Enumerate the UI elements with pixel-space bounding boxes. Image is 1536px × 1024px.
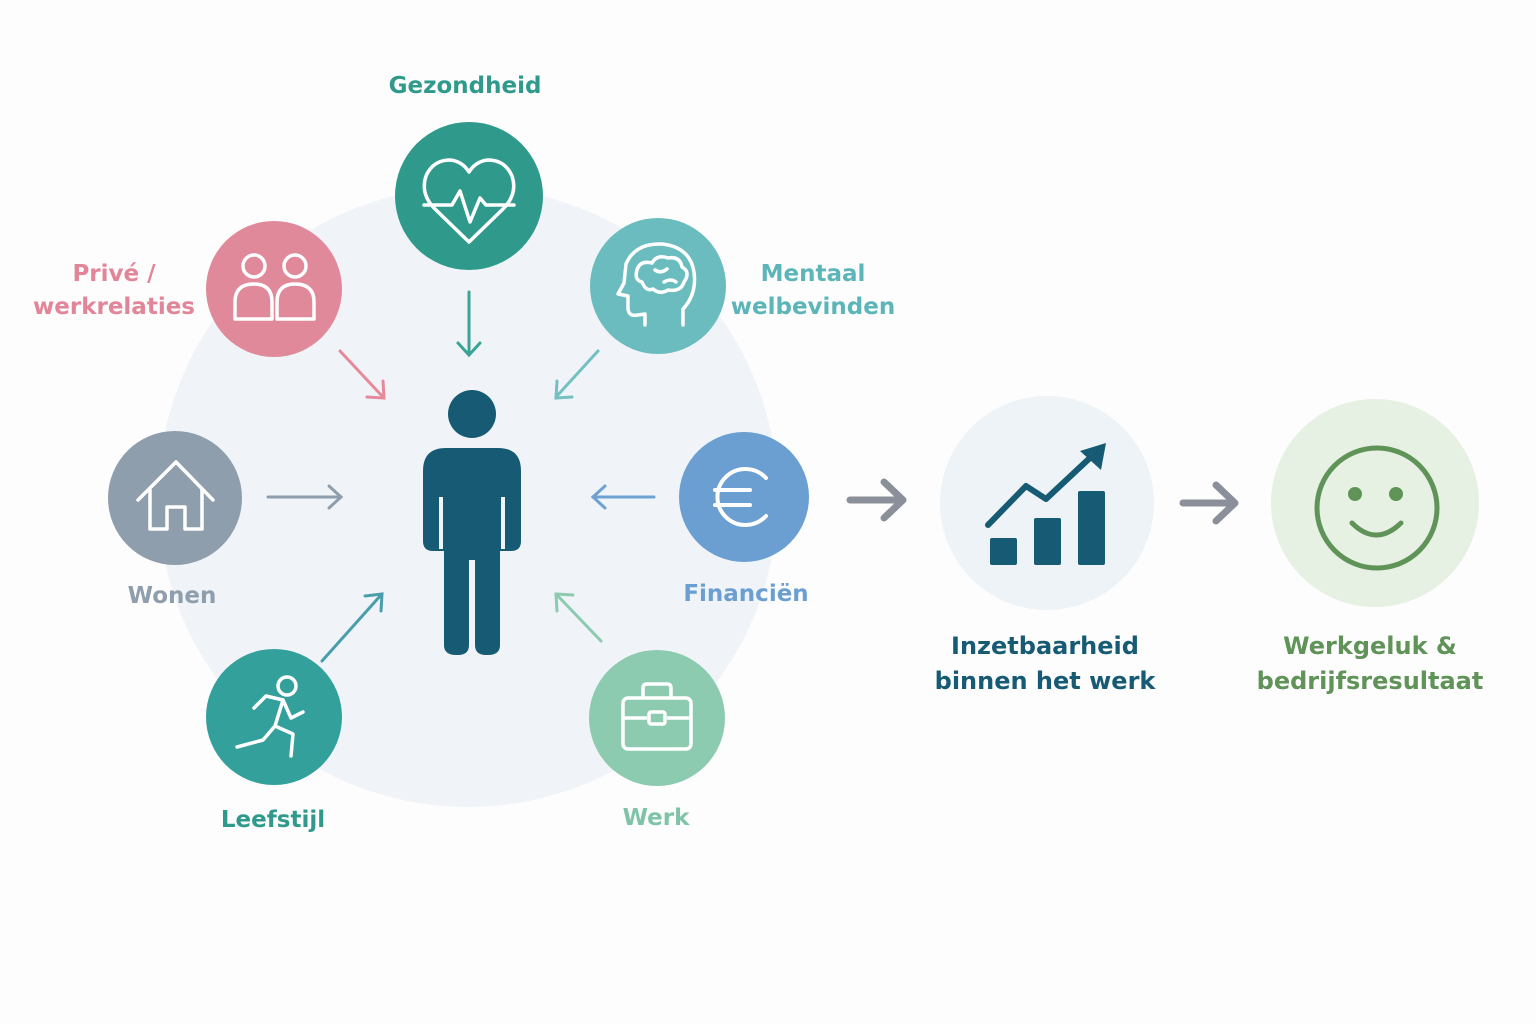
arrow-wonen [266,484,344,510]
label-leefstijl: Leefstijl [220,807,326,833]
label-mentaal-line1: Mentaal [760,261,866,287]
leefstijl-node [206,649,342,785]
label-werk: Werk [622,805,690,831]
label-geluk-line1: Werkgeluk & [1283,632,1457,660]
arrow-leefstijl [320,592,384,663]
arrow-prive [338,349,386,400]
euro-icon [713,467,768,527]
arrow-mentaal [554,349,600,400]
label-wonen: Wonen [127,583,217,609]
flow-arrow-2 [1179,481,1239,525]
house-icon [136,460,215,531]
mentaal-node [590,218,726,354]
briefcase-icon [621,682,693,751]
spoke-arrows [266,290,656,663]
label-inzetbaarheid: Inzetbaarheid binnen het werk [935,629,1156,699]
heart-pulse-icon [422,158,516,244]
arrow-gezondheid [456,290,482,358]
brain-head-icon [616,242,697,327]
label-prive-line2: werkrelaties [33,294,195,320]
gezondheid-node [395,122,543,270]
flow-arrows [846,478,1239,525]
label-werkgeluk: Werkgeluk & bedrijfsresultaat [1257,629,1484,699]
prive-node [206,221,342,357]
label-mentaal: Mentaal welbevinden [731,258,895,324]
arrow-werk [554,592,603,643]
person-icon [423,390,521,655]
inzet-node [940,396,1154,610]
wonen-node [108,431,242,565]
label-geluk-line2: bedrijfsresultaat [1256,667,1484,695]
arrow-financien [590,484,656,510]
label-inzet-line2: binnen het werk [934,667,1156,695]
werk-node [589,650,725,786]
label-mentaal-line2: welbevinden [730,294,896,320]
smiley-icon [1314,445,1440,571]
runner-icon [235,675,305,758]
growth-chart-icon [985,443,1106,565]
label-financien: Financiën [683,581,809,607]
geluk-node [1271,399,1479,607]
label-prive-line1: Privé / [72,261,156,287]
label-inzet-line1: Inzetbaarheid [951,632,1139,660]
label-prive: Privé / werkrelaties [33,258,195,324]
people-icon [233,253,316,321]
financien-node [679,432,809,562]
label-gezondheid: Gezondheid [388,73,542,99]
flow-arrow-1 [846,478,907,522]
